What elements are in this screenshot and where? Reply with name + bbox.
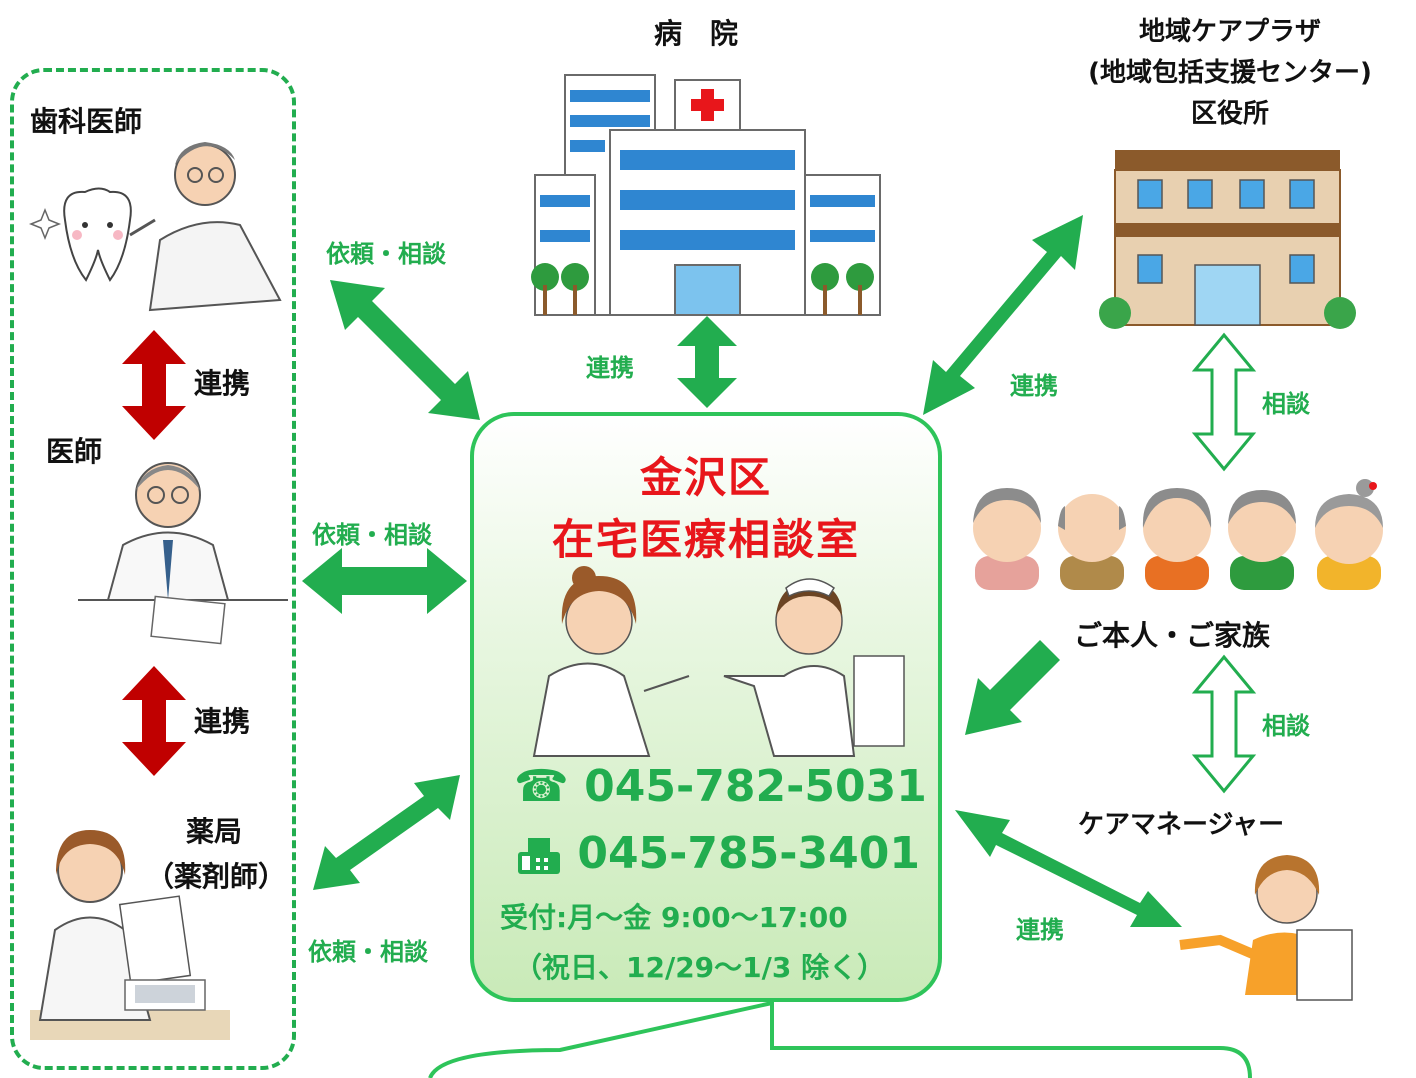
- hospital-label: 病 院: [654, 17, 739, 50]
- fax-icon: [518, 838, 560, 874]
- renkei-label-doctor-pharmacy: 連携: [194, 705, 251, 738]
- plaza-label-line2: (地域包括支援センター): [1088, 58, 1372, 88]
- care-team-group: [10, 68, 296, 1070]
- request-arrow-pharmacy: [313, 775, 460, 890]
- home-care-consultation-room: 金沢区 在宅医療相談室 ☎ 045-782-5031 045-785-3401 …: [470, 412, 942, 1002]
- soudan-label-plaza: 相談: [1262, 390, 1310, 418]
- soudan-arrow-plaza: [1191, 332, 1257, 472]
- callout-connector: [428, 998, 1252, 1078]
- request-arrow-dentist: [330, 280, 480, 420]
- pharmacy-label: 薬局: [186, 815, 243, 848]
- closed-days: （祝日、12/29～1/3 除く）: [514, 951, 886, 984]
- doctor-label: 医師: [46, 435, 103, 468]
- plaza-label: 地域ケアプラザ (地域包括支援センター) 区役所: [1040, 12, 1416, 135]
- caremanager-label: ケアマネージャー: [1078, 810, 1285, 840]
- request-label-dentist: 依頼・相談: [326, 240, 446, 268]
- family-label: ご本人・ご家族: [1074, 619, 1271, 652]
- hospital-illustration: [531, 74, 881, 316]
- fax-line: 045-785-3401: [516, 828, 920, 879]
- plaza-label-line1: 地域ケアプラザ: [1138, 17, 1321, 47]
- request-label-pharmacy: 依頼・相談: [308, 938, 428, 966]
- consult-arrow-family: [965, 640, 1060, 735]
- reception-hours: 受付:月～金 9:00～17:00: [500, 901, 848, 934]
- soudan-label-caremanager: 相談: [1262, 712, 1310, 740]
- dentist-label: 歯科医師: [30, 105, 143, 138]
- staff-illustration: [532, 566, 905, 757]
- fax-number: 045-785-3401: [577, 828, 921, 879]
- phone-line: ☎ 045-782-5031: [514, 761, 927, 812]
- plaza-building-illustration: [1099, 150, 1356, 329]
- caremanager-illustration: [1179, 855, 1353, 1001]
- dentist-illustration: [28, 142, 282, 312]
- renkei-arrow-caremanager: [955, 810, 1182, 927]
- request-label-doctor: 依頼・相談: [312, 521, 432, 549]
- doctor-illustration: [78, 462, 288, 645]
- renkei-arrow-dentist-doctor: [122, 330, 186, 440]
- renkei-label-caremanager: 連携: [1016, 916, 1064, 944]
- center-title-line2: 在宅医療相談室: [551, 515, 860, 564]
- family-illustration: [973, 479, 1383, 590]
- renkei-label-plaza: 連携: [1010, 372, 1058, 400]
- renkei-arrow-doctor-pharmacy: [122, 666, 186, 776]
- plaza-label-line3: 区役所: [1190, 99, 1269, 129]
- phone-icon: ☎: [514, 761, 569, 812]
- phone-number: 045-782-5031: [584, 761, 927, 812]
- renkei-label-hospital: 連携: [586, 354, 634, 382]
- center-title-line1: 金沢区: [639, 453, 772, 502]
- renkei-label-dentist-doctor: 連携: [194, 367, 251, 400]
- pharmacist-label: （薬剤師）: [146, 860, 287, 893]
- soudan-arrow-caremanager: [1191, 654, 1257, 794]
- request-arrow-doctor: [302, 548, 467, 614]
- renkei-arrow-plaza: [923, 215, 1083, 415]
- pharmacist-illustration: [30, 830, 230, 1040]
- renkei-arrow-hospital: [677, 316, 737, 408]
